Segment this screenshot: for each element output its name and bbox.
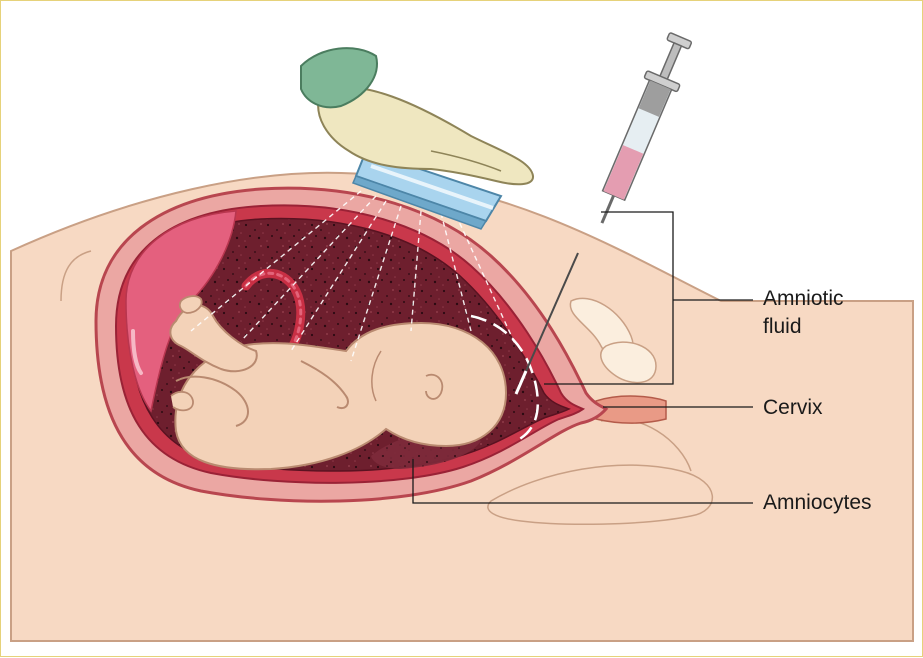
label-amniotic-fluid-line1: Amniotic [763,286,844,311]
label-cervix: Cervix [763,395,823,420]
syringe [585,30,697,230]
label-amniotic-fluid-line2: fluid [763,314,802,339]
fetus-heel [171,392,193,411]
label-amniocytes: Amniocytes [763,490,872,515]
